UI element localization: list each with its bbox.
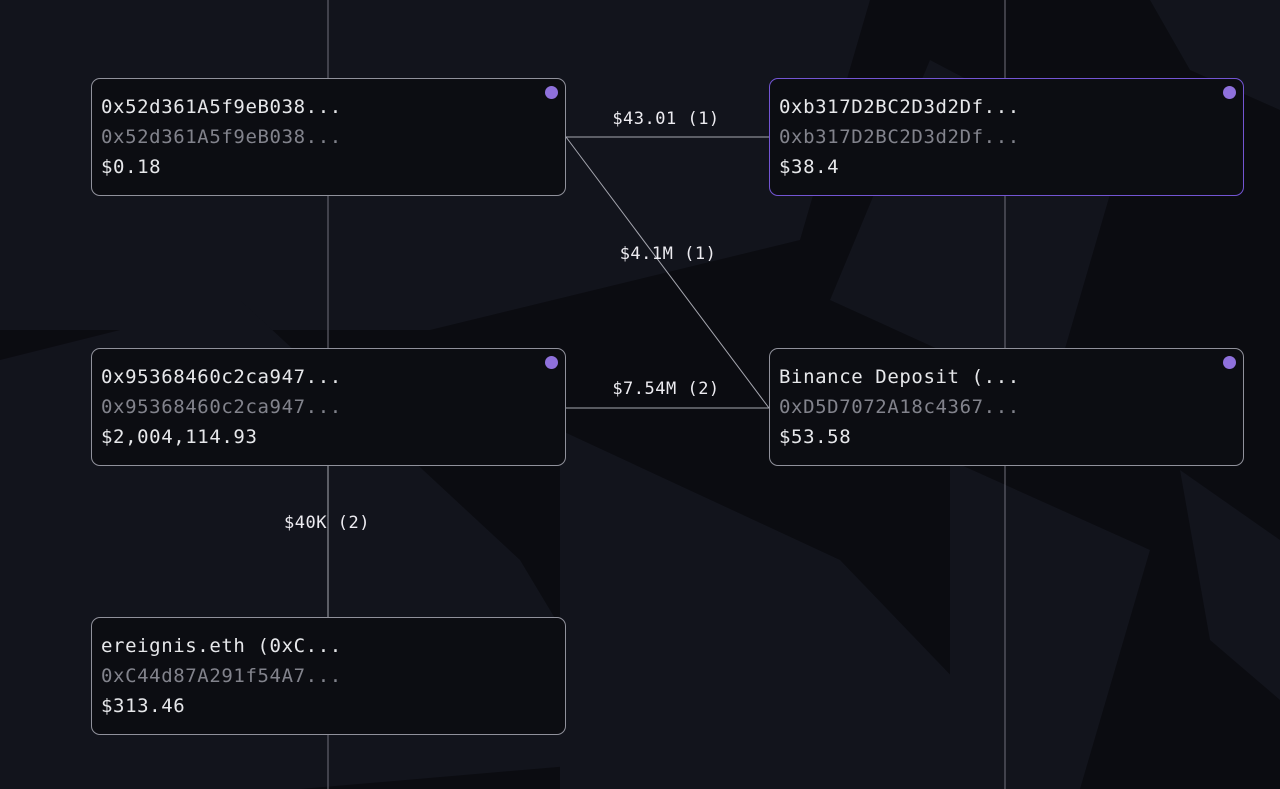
node-title: 0x95368460c2ca947... bbox=[101, 366, 342, 388]
node-title: ereignis.eth (0xC... bbox=[101, 635, 342, 657]
address-node[interactable]: 0xb317D2BC2D3d2Df... 0xb317D2BC2D3d2Df...… bbox=[769, 78, 1244, 196]
node-status-dot-icon bbox=[1223, 356, 1236, 369]
address-node[interactable]: 0x95368460c2ca947... 0x95368460c2ca947...… bbox=[91, 348, 566, 466]
node-balance: $313.46 bbox=[101, 695, 186, 717]
node-status-dot-icon bbox=[1223, 86, 1236, 99]
node-address: 0xC44d87A291f54A7... bbox=[101, 665, 342, 687]
transfer-edge-line[interactable] bbox=[565, 136, 770, 409]
node-address: 0x95368460c2ca947... bbox=[101, 396, 342, 418]
address-node[interactable]: ereignis.eth (0xC... 0xC44d87A291f54A7...… bbox=[91, 617, 566, 735]
edge-amount-label[interactable]: $4.1M (1) bbox=[619, 244, 717, 264]
node-status-dot-icon bbox=[545, 356, 558, 369]
node-balance: $0.18 bbox=[101, 156, 162, 178]
node-address: 0xb317D2BC2D3d2Df... bbox=[779, 126, 1020, 148]
node-title: 0xb317D2BC2D3d2Df... bbox=[779, 96, 1020, 118]
node-balance: $53.58 bbox=[779, 426, 852, 448]
address-node[interactable]: 0x52d361A5f9eB038... 0x52d361A5f9eB038...… bbox=[91, 78, 566, 196]
node-title: 0x52d361A5f9eB038... bbox=[101, 96, 342, 118]
edge-amount-label[interactable]: $43.01 (1) bbox=[612, 109, 720, 129]
address-node[interactable]: Binance Deposit (... 0xD5D7072A18c4367...… bbox=[769, 348, 1244, 466]
node-address: 0xD5D7072A18c4367... bbox=[779, 396, 1020, 418]
node-title: Binance Deposit (... bbox=[779, 366, 1020, 388]
node-address: 0x52d361A5f9eB038... bbox=[101, 126, 342, 148]
node-balance: $38.4 bbox=[779, 156, 840, 178]
edge-amount-label[interactable]: $7.54M (2) bbox=[612, 379, 720, 399]
node-status-dot-icon bbox=[545, 86, 558, 99]
node-balance: $2,004,114.93 bbox=[101, 426, 258, 448]
edge-amount-label[interactable]: $40K (2) bbox=[284, 513, 370, 533]
